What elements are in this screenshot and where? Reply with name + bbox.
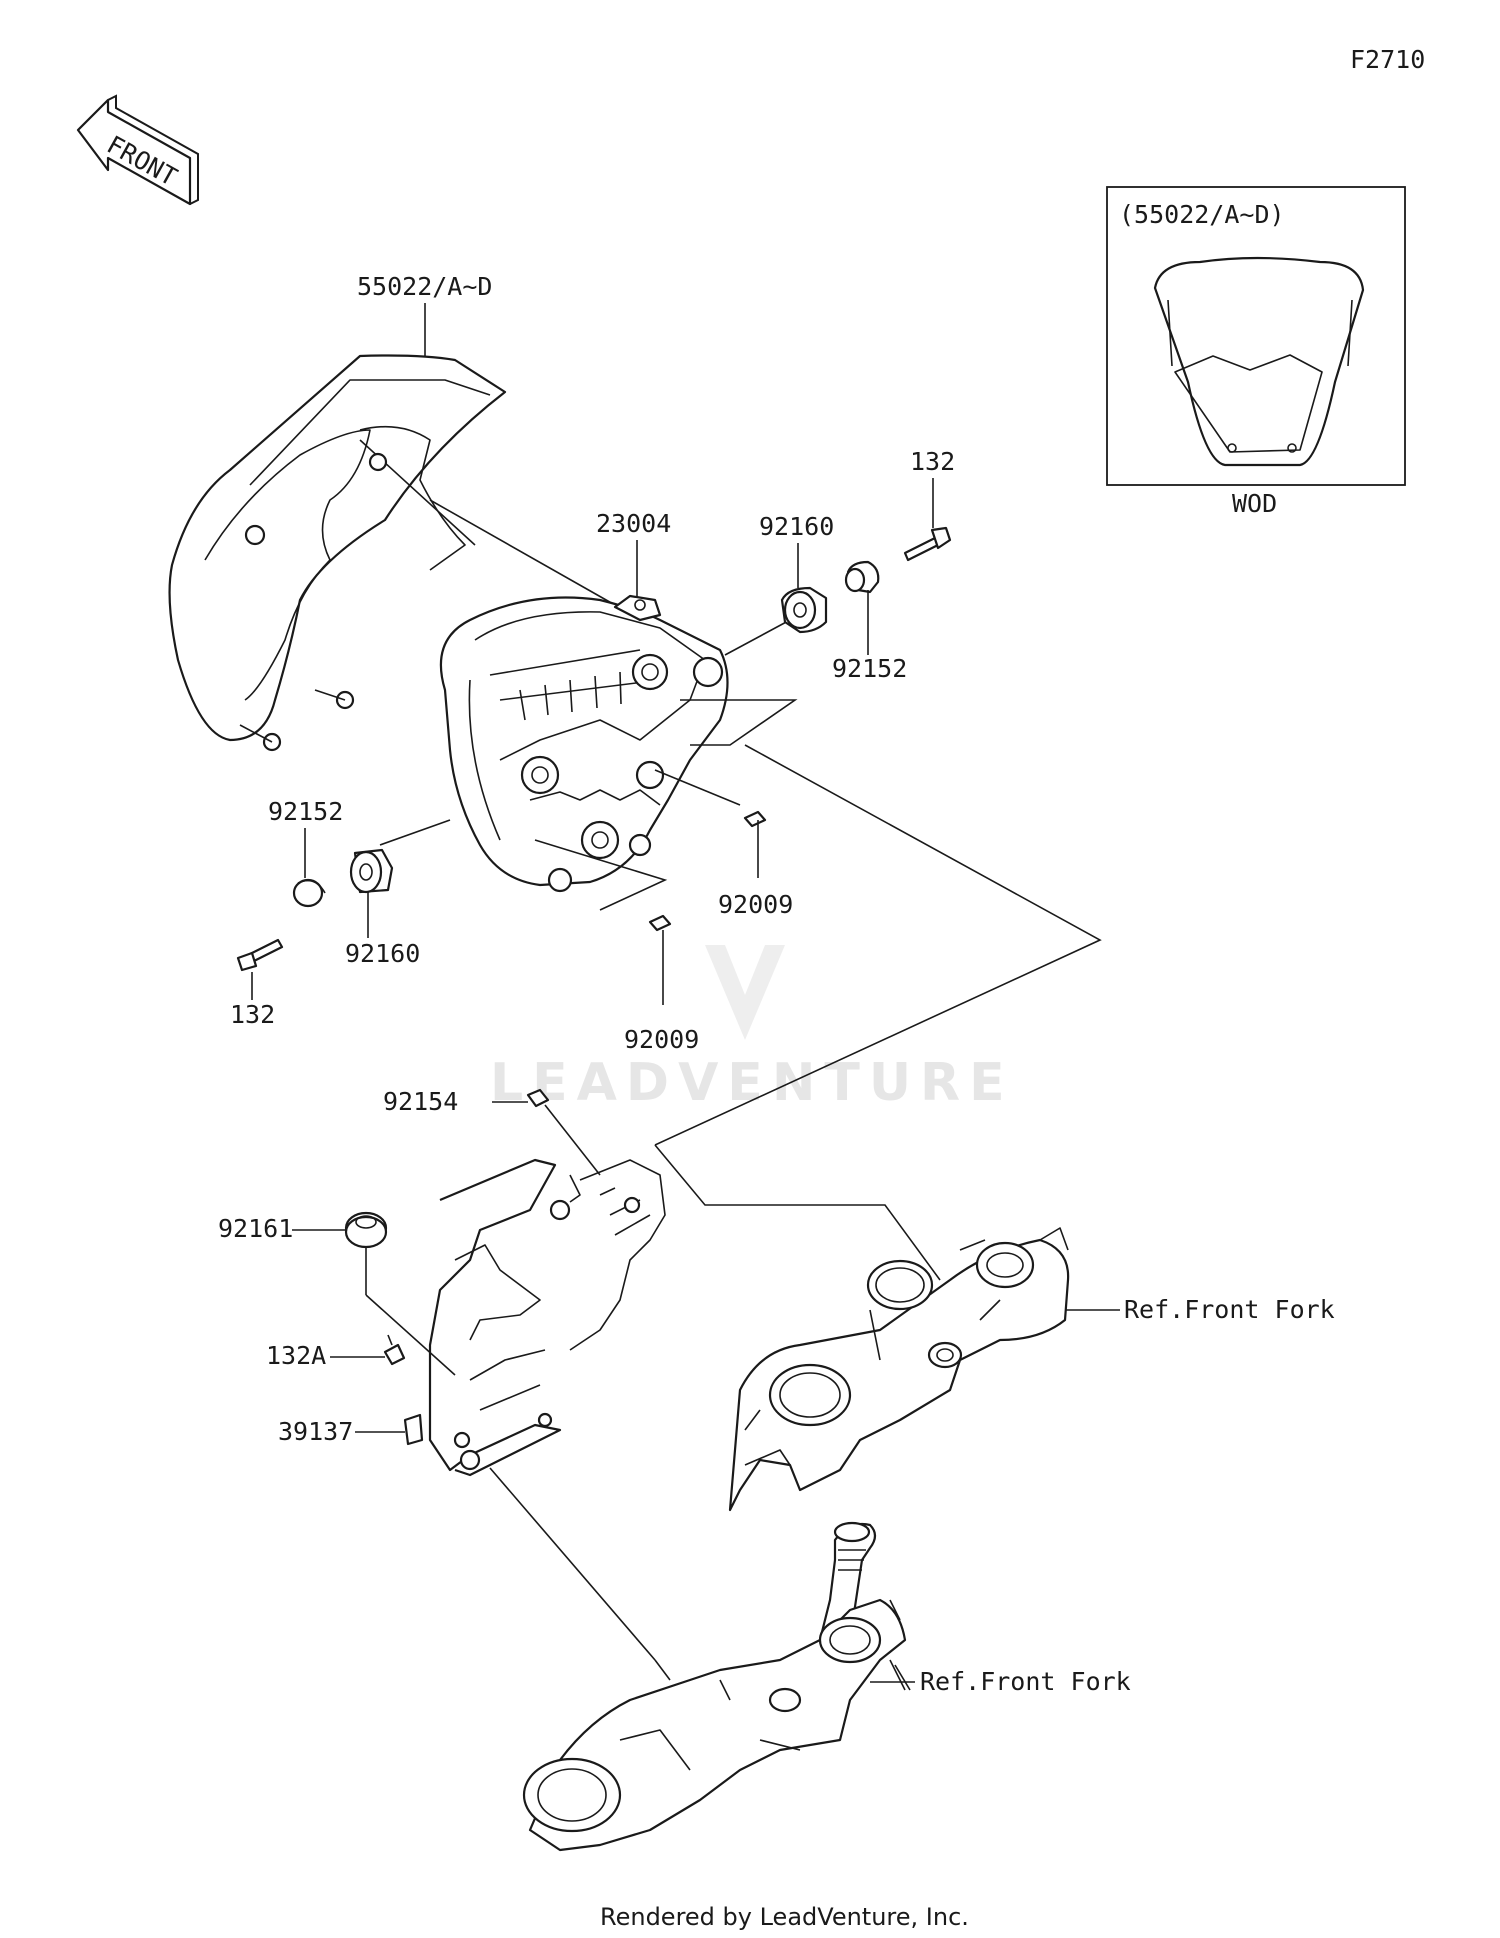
headlight-stay: 92154 92161 132A 39137 bbox=[218, 1087, 666, 1661]
callout-39137: 39137 bbox=[278, 1417, 353, 1446]
headlight-unit: 23004 bbox=[429, 499, 729, 893]
ref-front-fork-lower: Ref.Front Fork bbox=[920, 1667, 1131, 1696]
inset-variant-box: (55022/A~D) WOD bbox=[1106, 186, 1406, 518]
front-arrow-icon: FRONT bbox=[76, 94, 199, 206]
callout-92009-lower: 92009 bbox=[624, 1025, 699, 1054]
upper-triple-clamp: Ref.Front Fork bbox=[654, 1144, 1335, 1512]
footer-credit: Rendered by LeadVenture, Inc. bbox=[600, 1903, 969, 1931]
screw-right-icon bbox=[743, 810, 767, 828]
callout-92152-upper: 92152 bbox=[832, 654, 907, 683]
ref-front-fork-upper: Ref.Front Fork bbox=[1124, 1295, 1335, 1324]
fasteners-upper-right: 92160 92152 132 bbox=[759, 447, 955, 683]
callout-132A: 132A bbox=[266, 1341, 326, 1370]
lower-triple-clamp: Ref.Front Fork bbox=[522, 1521, 1131, 1852]
inset-caption: WOD bbox=[1232, 489, 1277, 518]
leader-lines bbox=[379, 619, 1102, 1146]
watermark-text: LEADVENTURE bbox=[490, 1053, 1014, 1113]
callout-92161: 92161 bbox=[218, 1214, 293, 1243]
callout-55022: 55022/A~D bbox=[357, 272, 492, 301]
fasteners-lower-left: 92152 92160 132 bbox=[230, 797, 420, 1029]
callout-92160-upper: 92160 bbox=[759, 512, 834, 541]
inset-title: (55022/A~D) bbox=[1119, 200, 1285, 229]
callout-92152-lower: 92152 bbox=[268, 797, 343, 826]
screws-92009: 92009 92009 bbox=[624, 810, 793, 1054]
bolt-92154-icon bbox=[526, 1088, 550, 1108]
callout-23004: 23004 bbox=[596, 509, 671, 538]
watermark: LEADVENTURE bbox=[490, 945, 1014, 1113]
bolt-132a-icon bbox=[383, 1343, 406, 1366]
clamp-39137-icon bbox=[403, 1413, 424, 1446]
callout-92160-lower: 92160 bbox=[345, 939, 420, 968]
bolt-upper-icon bbox=[903, 536, 940, 562]
callout-132-lower: 132 bbox=[230, 1000, 275, 1029]
diagram-code: F2710 bbox=[1350, 45, 1425, 74]
screw-lower-icon bbox=[648, 914, 672, 932]
callout-132-upper: 132 bbox=[910, 447, 955, 476]
callout-92009-right: 92009 bbox=[718, 890, 793, 919]
headlight-cowl: 55022/A~D bbox=[168, 272, 507, 752]
callout-92154: 92154 bbox=[383, 1087, 458, 1116]
